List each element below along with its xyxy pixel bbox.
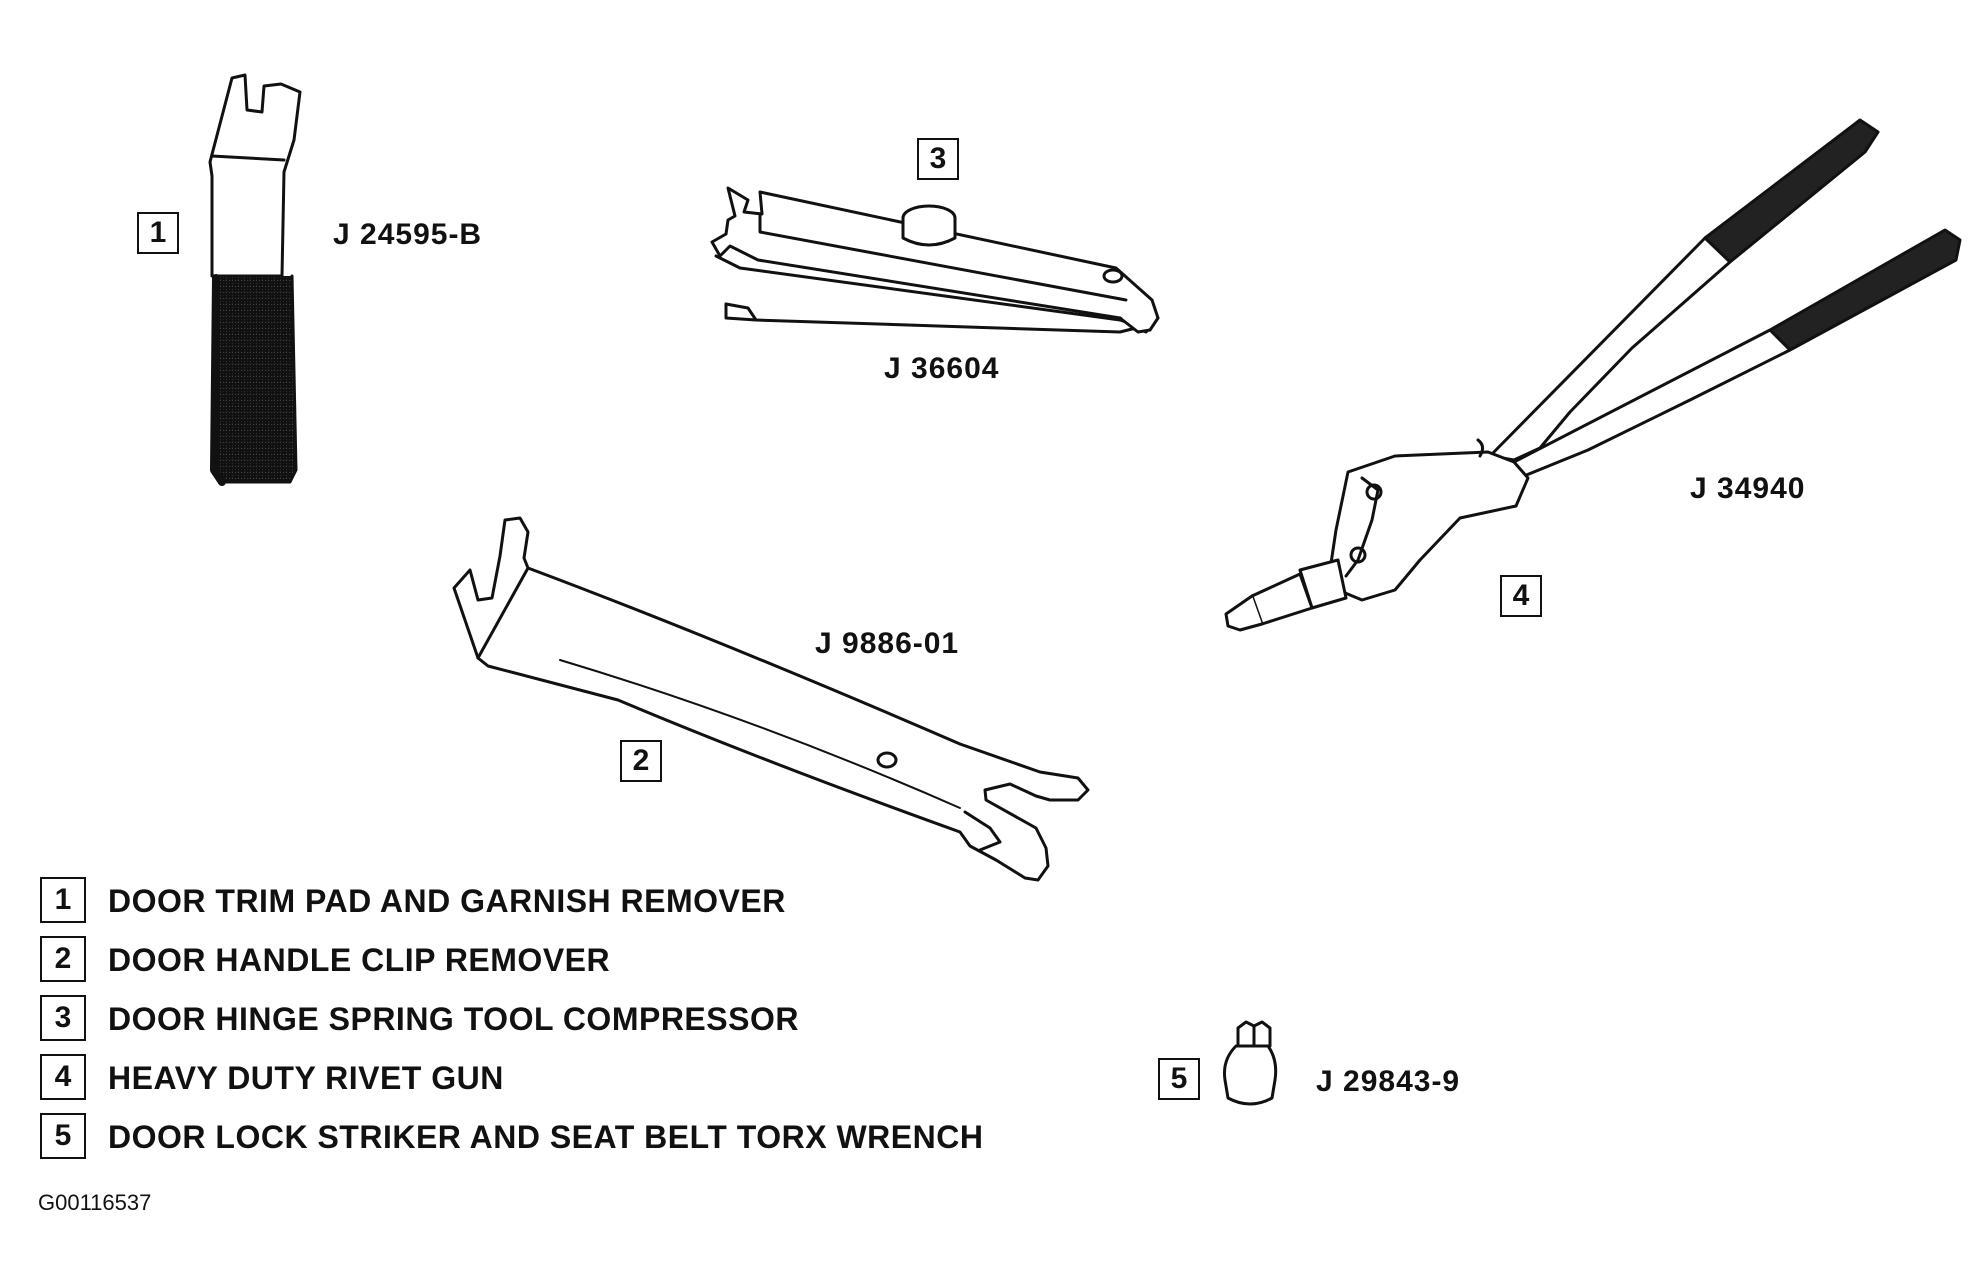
tool-5-torx-bit-drawing — [1223, 1020, 1278, 1106]
tool-1-trim-pad-remover-drawing — [208, 73, 302, 486]
legend-number: 1 — [40, 877, 86, 923]
part-number-2: J 9886-01 — [815, 627, 960, 660]
figure-code: G00116537 — [38, 1190, 152, 1215]
legend-number: 2 — [40, 936, 86, 982]
callout-number-1: 1 — [137, 212, 179, 254]
part-number-1: J 24595-B — [333, 218, 483, 251]
part-number-3: J 36604 — [884, 352, 1000, 385]
tool-2-clip-remover-drawing — [452, 516, 1090, 882]
part-number-4: J 34940 — [1690, 472, 1806, 505]
callout-number-4: 4 — [1500, 575, 1542, 617]
legend-number: 4 — [40, 1054, 86, 1100]
legend-label: DOOR HANDLE CLIP REMOVER — [108, 942, 611, 978]
legend-label: HEAVY DUTY RIVET GUN — [108, 1060, 504, 1096]
tool-3-hinge-compressor-drawing — [710, 186, 1160, 334]
legend-label: DOOR TRIM PAD AND GARNISH REMOVER — [108, 883, 786, 919]
legend-number: 5 — [40, 1113, 86, 1159]
tool-4-rivet-gun-drawing — [1224, 118, 1962, 632]
callout-number-3: 3 — [917, 138, 959, 180]
legend-label: DOOR HINGE SPRING TOOL COMPRESSOR — [108, 1001, 799, 1037]
callout-number-5: 5 — [1158, 1058, 1200, 1100]
legend-number: 3 — [40, 995, 86, 1041]
part-number-5: J 29843-9 — [1316, 1065, 1461, 1098]
callout-number-2: 2 — [620, 740, 662, 782]
legend-label: DOOR LOCK STRIKER AND SEAT BELT TORX WRE… — [108, 1119, 984, 1155]
